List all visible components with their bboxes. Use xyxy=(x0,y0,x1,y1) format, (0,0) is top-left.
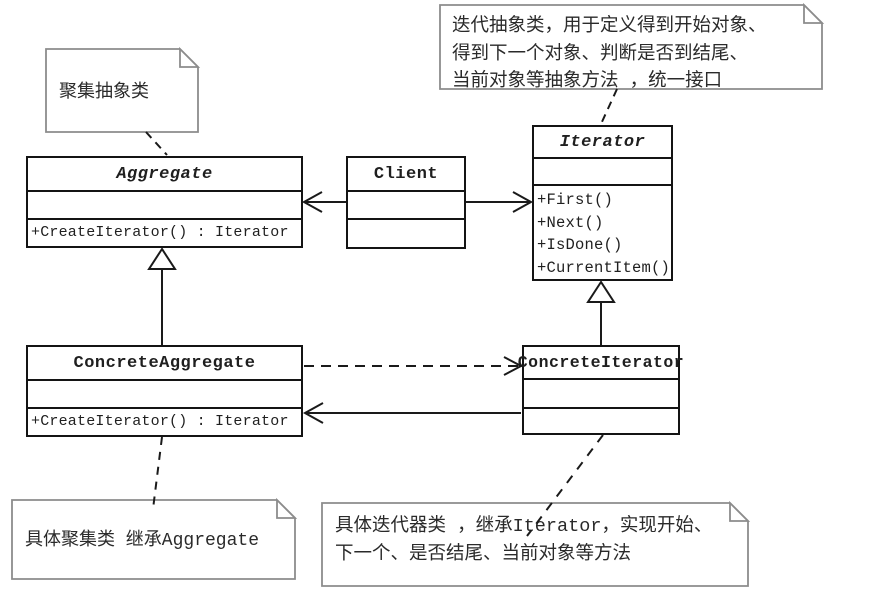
class-aggregate-methods: +CreateIterator() : Iterator xyxy=(28,220,301,246)
note-line: 迭代抽象类，用于定义得到开始对象、 xyxy=(452,16,767,37)
method-create-iterator: +CreateIterator() : Iterator xyxy=(31,413,289,430)
note-concrete-aggregate: 具体聚集类 继承Aggregate xyxy=(12,500,295,579)
class-concrete-aggregate-methods: +CreateIterator() : Iterator xyxy=(28,409,301,435)
class-iterator-methods: +First() +Next() +IsDone() +CurrentItem(… xyxy=(534,186,671,279)
class-concrete-aggregate: ConcreteAggregate +CreateIterator() : It… xyxy=(26,345,303,437)
method-currentitem: +CurrentItem() xyxy=(537,258,671,277)
class-aggregate-title: Aggregate xyxy=(28,158,301,192)
class-aggregate: Aggregate +CreateIterator() : Iterator xyxy=(26,156,303,248)
class-concrete-aggregate-attributes xyxy=(28,381,301,409)
method-first: +First() xyxy=(537,191,614,209)
class-concrete-iterator-methods xyxy=(524,409,678,433)
note-line: 具体聚集类 继承Aggregate xyxy=(25,531,260,551)
class-client-methods xyxy=(348,220,464,247)
note-line: 下一个、是否结尾、当前对象等方法 xyxy=(335,543,632,565)
method-create-iterator: +CreateIterator() : Iterator xyxy=(31,224,289,241)
method-next: +Next() xyxy=(537,213,604,232)
note-line: 聚集抽象类 xyxy=(59,83,149,103)
class-concrete-aggregate-title: ConcreteAggregate xyxy=(28,347,301,381)
class-aggregate-attributes xyxy=(28,192,301,220)
note-aggregate: 聚集抽象类 xyxy=(46,49,198,132)
note-line: 得到下一个对象、判断是否到结尾、 xyxy=(452,43,749,65)
class-iterator-attributes xyxy=(534,159,671,186)
class-iterator-title: Iterator xyxy=(534,127,671,160)
class-concrete-iterator-title: ConcreteIterator xyxy=(518,347,684,380)
note-line: 当前对象等抽象方法 ，统一接口 xyxy=(452,71,723,92)
class-concrete-iterator-attributes xyxy=(524,380,678,409)
note-line: 具体迭代器类 ，继承Iterator，实现开始、 xyxy=(335,516,713,537)
class-client-title: Client xyxy=(348,158,464,192)
class-client-attributes xyxy=(348,192,464,220)
note-concrete-iterator: 具体迭代器类 ，继承Iterator，实现开始、 下一个、是否结尾、当前对象等方… xyxy=(322,503,748,586)
class-iterator: Iterator +First() +Next() +IsDone() +Cur… xyxy=(532,125,673,281)
class-client: Client xyxy=(346,156,466,249)
method-isdone: +IsDone() xyxy=(537,236,623,254)
note-iterator: 迭代抽象类，用于定义得到开始对象、 得到下一个对象、判断是否到结尾、 当前对象等… xyxy=(440,5,822,92)
class-concrete-iterator: ConcreteIterator xyxy=(518,345,684,435)
